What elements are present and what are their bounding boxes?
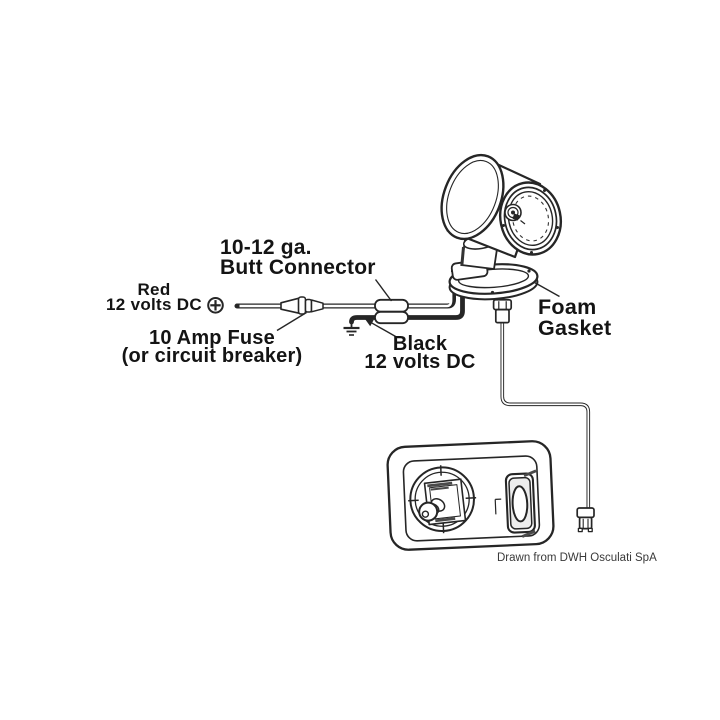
control-panel-drawing: [386, 440, 555, 551]
power-wires: [207, 268, 465, 336]
label-fuse: 10 Amp Fuse (or circuit breaker): [106, 327, 318, 367]
leader-fuse: [276, 311, 307, 332]
leader-black-arrowhead: [365, 319, 374, 327]
fuse-holder-drawing: [280, 296, 324, 315]
label-red-wire-line2: 12 volts DC: [106, 294, 202, 314]
label-fuse-line2: (or circuit breaker): [121, 344, 303, 367]
label-red-wire-line1: Red: [137, 280, 171, 299]
rj-connector-top: [492, 298, 513, 324]
label-black-wire-line1: Black: [392, 333, 448, 355]
label-foam-gasket-line1: Foam: [538, 295, 597, 319]
butt-connector-red: [374, 298, 409, 313]
label-butt-connector-line2: Butt Connector: [220, 255, 376, 279]
rocker-switch: [504, 472, 536, 534]
label-butt-connector: 10-12 ga. Butt Connector: [220, 236, 376, 279]
joystick-knob: [418, 501, 439, 522]
bezel-screws: [502, 189, 559, 254]
label-black-wire-line2: 12 volts DC: [364, 350, 476, 373]
label-foam-gasket: Foam Gasket: [538, 295, 612, 340]
circle-plus-icon: [207, 297, 224, 314]
bulb-drawing: [504, 203, 526, 225]
joystick-control: [408, 465, 477, 534]
label-foam-gasket-line2: Gasket: [538, 316, 612, 340]
label-red-wire: Red 12 volts DC: [94, 280, 214, 314]
remote-cable: [492, 298, 595, 533]
leader-black-wire: [371, 322, 397, 338]
credit-line: Drawn from DWH Osculati SpA: [497, 552, 657, 564]
ground-symbol: [343, 320, 360, 336]
leader-lines: [276, 279, 560, 338]
panel-notch: [494, 498, 502, 515]
label-butt-connector-line1: 10-12 ga.: [220, 236, 312, 259]
lens-bezel: [499, 181, 562, 256]
label-black-wire: Black 12 volts DC: [343, 333, 497, 373]
butt-connectors-drawing: [374, 298, 409, 325]
rj-connector-bottom: [576, 507, 595, 533]
butt-connector-black: [374, 310, 409, 325]
panel-microtext: [521, 469, 537, 538]
leader-butt-connector: [374, 279, 393, 302]
black-wire: [349, 272, 465, 325]
searchlight-drawing: [440, 153, 562, 301]
leader-foam-gasket: [534, 281, 560, 298]
label-fuse-line1: 10 Amp Fuse: [149, 327, 275, 349]
